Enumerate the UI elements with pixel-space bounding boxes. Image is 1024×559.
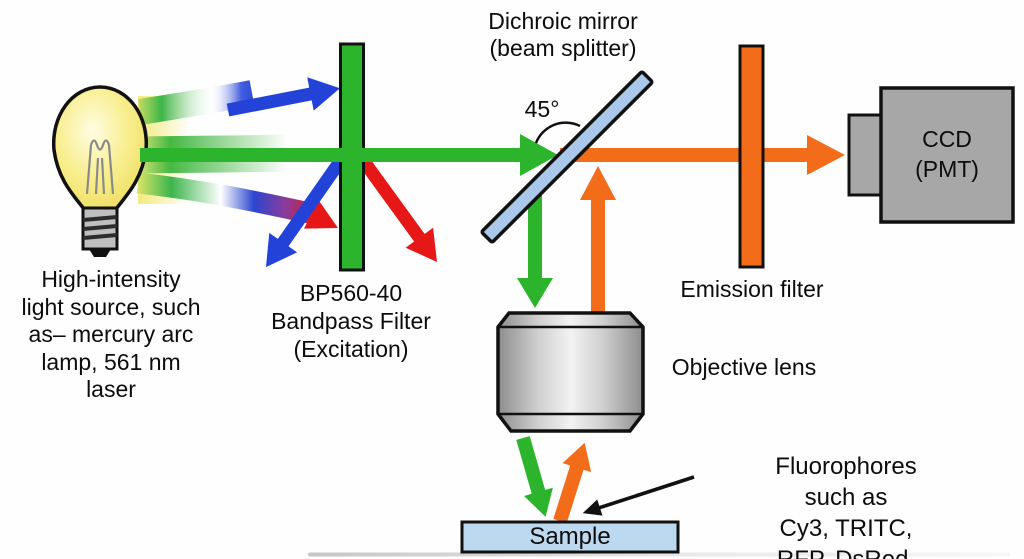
dichroic-mirror-label: Dichroic mirror (beam splitter) (488, 8, 638, 61)
rejected-red-beam-arrowhead (304, 200, 338, 229)
detector-label: CCD (PMT) (915, 126, 979, 182)
objective-lens-label: Objective lens (671, 354, 817, 380)
objective-lens-shape (496, 311, 645, 433)
emission-filter-bar (738, 44, 765, 269)
green-beam-to-objective (517, 192, 553, 308)
bulb-filament (85, 139, 115, 195)
45-degree-arc (534, 121, 581, 144)
reflected-blue-arrow (265, 146, 354, 268)
blue-light-arrow (226, 77, 340, 117)
emitted-beam-up (580, 166, 616, 312)
bulb-base (81, 206, 119, 257)
fluorophores-pointer-arrow (582, 475, 695, 516)
light-bulb-icon (52, 85, 148, 257)
sample-label: Sample (529, 523, 611, 550)
emission-filter-label: Emission filter (680, 276, 824, 302)
rejected-red-arrow (354, 152, 437, 262)
bandpass-filter-label: BP560-40 Bandpass Filter (Excitation) (271, 280, 431, 362)
excitation-beam-to-sample (516, 436, 553, 517)
fluorophores-label: Fluorophores such as Cy3, TRITC, RFP, Ds… (775, 453, 917, 559)
detector-camera (847, 86, 1015, 224)
bottom-shadow (308, 552, 1010, 557)
emission-beam-from-sample (553, 442, 592, 524)
emitted-beam-to-detector (560, 135, 845, 175)
angle-label: 45° (524, 96, 560, 122)
sample-slide (460, 520, 680, 554)
green-excitation-beam (140, 134, 558, 176)
dichroic-mirror-bar (480, 70, 654, 244)
light-source-label: High-intensity light source, such as– me… (21, 266, 201, 402)
